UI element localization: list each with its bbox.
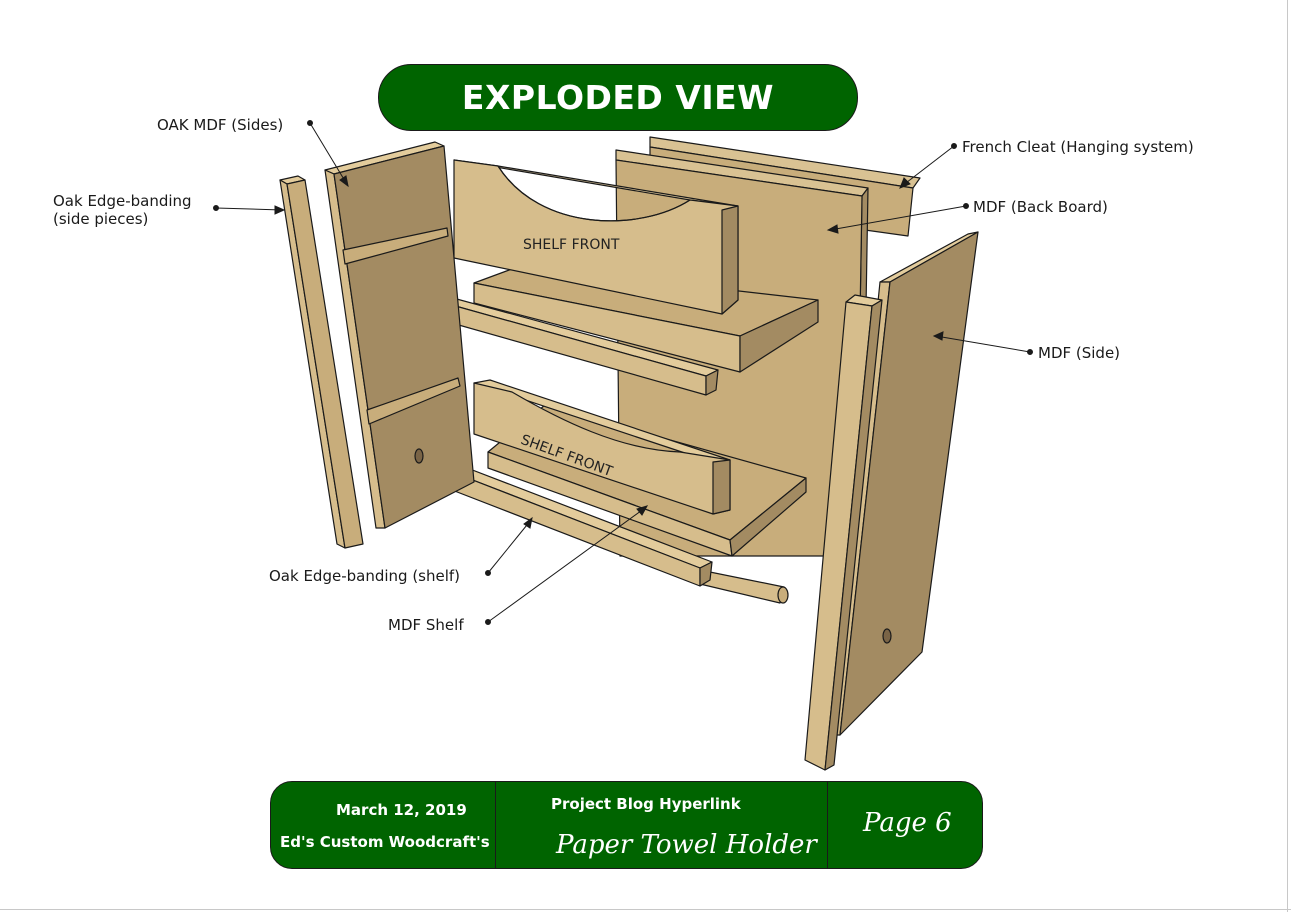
side-edge-banding-part (279, 175, 364, 549)
exploded-view-banner: EXPLODED VIEW (378, 64, 858, 131)
oak-mdf-sides-label: OAK MDF (Sides) (157, 116, 284, 134)
page-border-bottom (0, 909, 1291, 910)
date-text: March 12, 2019 (336, 801, 467, 819)
french-cleat-label: French Cleat (Hanging system) (962, 138, 1194, 156)
oak-mdf-side-part (324, 141, 475, 529)
page-number: Page 6 (863, 808, 952, 838)
title-block-divider (495, 782, 496, 868)
title-block: March 12, 2019 Ed's Custom Woodcraft's P… (270, 781, 983, 869)
page-border-right (1287, 0, 1288, 912)
mdf-side-label: MDF (Side) (1038, 344, 1121, 362)
shelf-front-top-label: SHELF FRONT (523, 237, 620, 253)
lower-shelf-front-part (473, 379, 731, 515)
oak-edge-banding-shelf-label: Oak Edge-banding (shelf) (269, 567, 461, 585)
right-edge-banding-part (804, 294, 883, 771)
oak-edge-banding-side-label-line1: Oak Edge-banding (53, 192, 192, 210)
company-name: Ed's Custom Woodcraft's (280, 833, 490, 851)
mdf-shelf-label: MDF Shelf (388, 616, 464, 634)
dowel-part (699, 569, 789, 604)
oak-edge-banding-side-label-line2: (side pieces) (53, 210, 149, 228)
project-blog-link[interactable]: Project Blog Hyperlink (551, 795, 741, 813)
mdf-back-board-label: MDF (Back Board) (973, 198, 1108, 216)
upper-shelf-front-part (453, 159, 739, 315)
leader-lines (213, 120, 1033, 625)
upper-shelf-part (473, 265, 819, 373)
title-block-divider (827, 782, 828, 868)
upper-shelf-edge-banding-part (433, 294, 719, 396)
project-title: Paper Towel Holder (556, 830, 817, 860)
